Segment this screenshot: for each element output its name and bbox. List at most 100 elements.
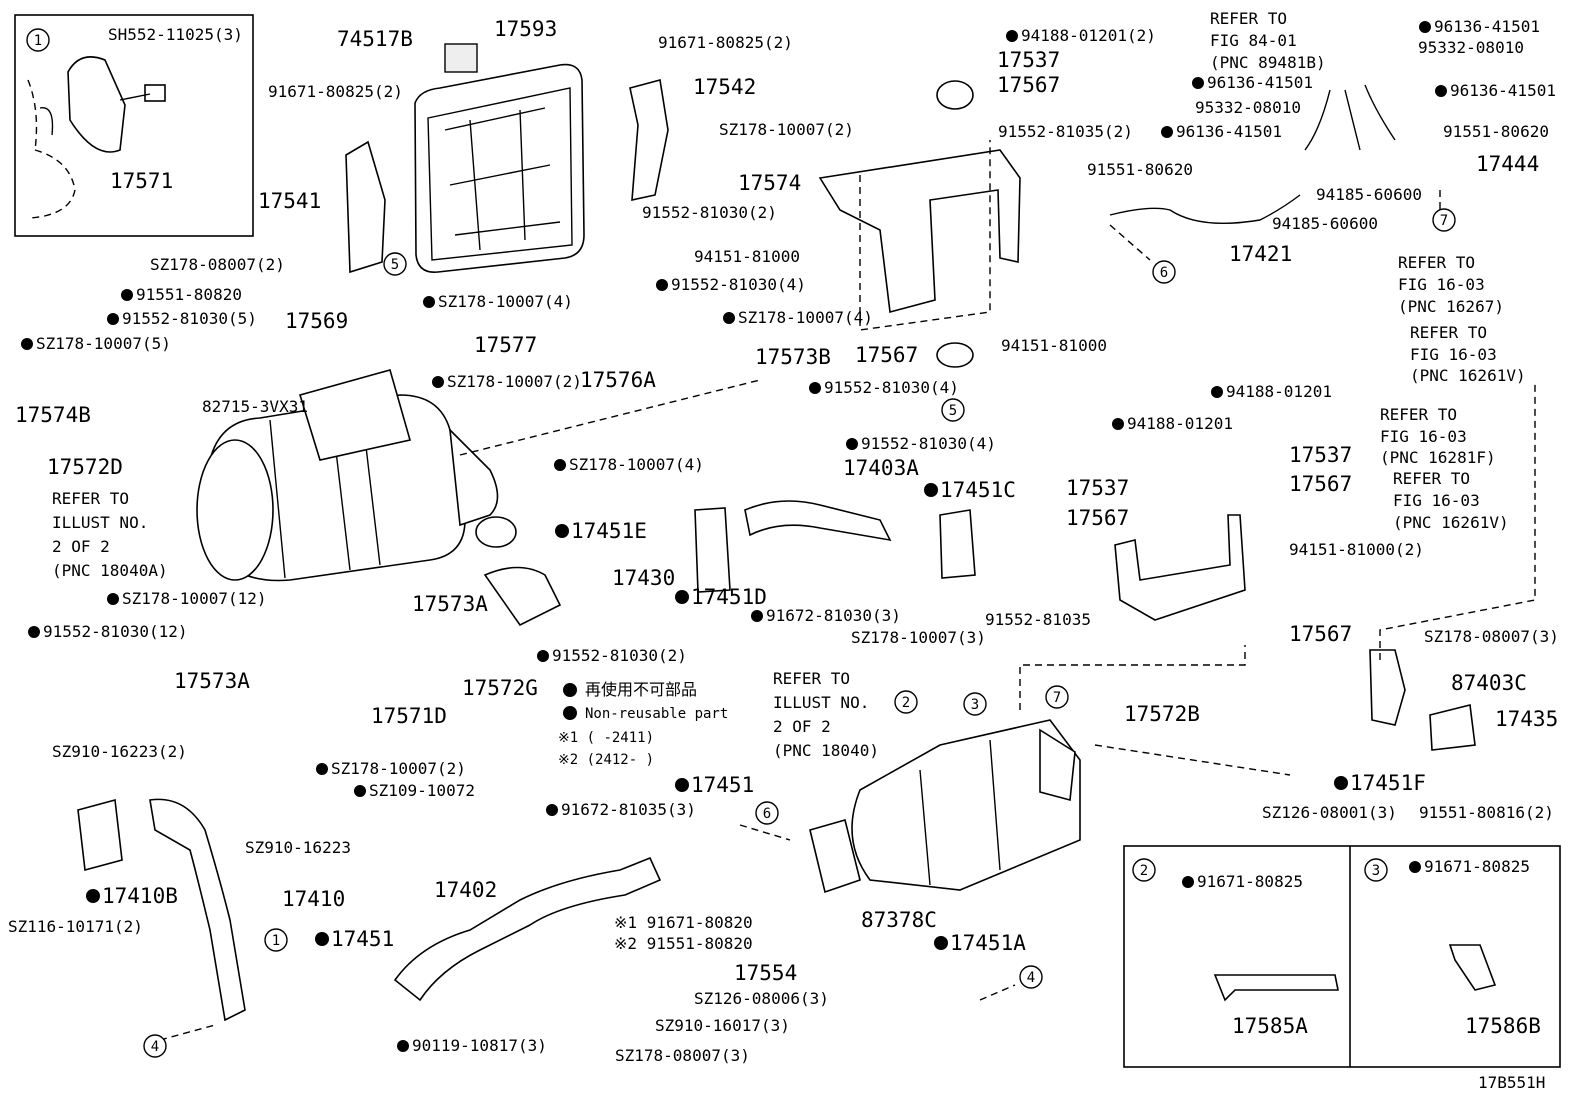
non-reusable-bullet <box>554 459 566 471</box>
inset-1-bracket-drawing <box>27 56 166 219</box>
part-label-l74: FIG 16-03 <box>1410 345 1497 364</box>
part-label-l30: (PNC 18040A) <box>52 561 168 580</box>
svg-text:7: 7 <box>1440 213 1448 229</box>
svg-text:1: 1 <box>34 33 42 49</box>
part-label-l29: 2 OF 2 <box>52 537 110 556</box>
non-reusable-bullet <box>86 889 100 903</box>
callout-6: 6 <box>1152 260 1176 284</box>
diagram-id: 17B551H <box>1478 1073 1545 1092</box>
part-label-l10: 91552-81030(2) <box>642 203 777 222</box>
part-label-l80: FIG 16-03 <box>1393 491 1480 510</box>
part-label-l62: 96136-41501 <box>1176 122 1282 141</box>
part-label-l94: 17435 <box>1495 707 1558 731</box>
part-label-l83: 94188-01201 <box>1127 414 1233 433</box>
callout-7: 7 <box>1045 685 1069 709</box>
part-label-l93: 87403C <box>1451 671 1527 695</box>
part-label-l48: 17537 <box>997 48 1060 72</box>
part-label-l25: 17574B <box>15 403 91 427</box>
non-reusable-bullet <box>316 763 328 775</box>
part-label-l97: 91551-80816(2) <box>1419 803 1554 822</box>
callout-1: 1 <box>26 28 50 52</box>
dpf-converter-secondary <box>809 719 1081 894</box>
callout-5: 5 <box>941 398 965 422</box>
part-label-l119: SZ910-16017(3) <box>655 1016 790 1035</box>
part-label-l34: 17451C <box>940 478 1016 502</box>
part-label-l125: 17586B <box>1465 1014 1541 1038</box>
part-label-l60: 96136-41501 <box>1207 73 1313 92</box>
part-17403a-pipe <box>744 500 892 542</box>
part-label-l59: 95332-08010 <box>1418 38 1524 57</box>
part-label-l24: 91552-81030(4) <box>824 378 959 397</box>
non-reusable-bullet <box>723 312 735 324</box>
part-label-l28: ILLUST NO. <box>52 513 148 532</box>
part-label-l115: 87378C <box>861 908 937 932</box>
part-label-l45: 17572G <box>462 676 538 700</box>
part-label-l88: 94151-81000(2) <box>1289 540 1424 559</box>
part-label-l35: 17451E <box>571 519 647 543</box>
part-label-l54: 94151-81000 <box>1001 336 1107 355</box>
part-label-l116: 17451A <box>950 931 1026 955</box>
part-label-l89: 91552-81035 <box>985 610 1091 629</box>
legend-note-1: ※1 ( -2411) <box>558 730 654 746</box>
svg-text:4: 4 <box>1027 970 1035 986</box>
part-label-l47: 94188-01201(2) <box>1021 26 1156 45</box>
part-17586b-bracket <box>1448 944 1497 991</box>
part-label-l107: 17410 <box>282 887 345 911</box>
part-label-l61: 95332-08010 <box>1195 98 1301 117</box>
part-label-l79: REFER TO <box>1393 469 1470 488</box>
part-label-l49: 17567 <box>997 73 1060 97</box>
part-label-l65: 91551-80620 <box>1087 160 1193 179</box>
part-17451e-gasket <box>475 516 517 548</box>
part-label-l110: 17402 <box>434 878 497 902</box>
part-label-l113: ※1 91671-80820 <box>614 913 753 932</box>
part-label-l69: 17421 <box>1229 242 1292 266</box>
part-label-l114: ※2 91551-80820 <box>614 934 753 953</box>
part-label-l38: SZ178-10007(12) <box>122 589 267 608</box>
legend-note-2: ※2 (2412- ) <box>558 752 654 768</box>
part-label-l96: SZ126-08001(3) <box>1262 803 1397 822</box>
svg-text:6: 6 <box>763 806 771 822</box>
part-label-l32: 91552-81030(4) <box>861 434 996 453</box>
part-17451c-gasket <box>939 509 976 579</box>
svg-text:5: 5 <box>391 257 399 273</box>
part-label-l23: SZ178-10007(2) <box>447 372 582 391</box>
non-reusable-bullet <box>315 932 329 946</box>
callout-2: 2 <box>894 690 918 714</box>
callout-4: 4 <box>1019 965 1043 989</box>
part-label-l102: SZ910-16223(2) <box>52 742 187 761</box>
part-label-l12: 91551-80820 <box>136 285 242 304</box>
part-label-l40: 91552-81030(12) <box>43 622 188 641</box>
svg-text:3: 3 <box>1372 863 1380 879</box>
non-reusable-bullet <box>846 438 858 450</box>
part-label-l46: 17571D <box>371 704 447 728</box>
part-17410-front-pipe <box>149 798 246 1022</box>
non-reusable-bullet <box>21 338 33 350</box>
part-label-l14: SZ178-10007(4) <box>438 292 573 311</box>
non-reusable-bullet <box>675 590 689 604</box>
part-label-l117: 17554 <box>734 961 797 985</box>
part-label-l39: 17573A <box>412 592 488 616</box>
non-reusable-bullet <box>1182 876 1194 888</box>
svg-text:1: 1 <box>272 933 280 949</box>
non-reusable-bullet <box>656 279 668 291</box>
part-label-l07: 17542 <box>693 75 756 99</box>
part-17430-elbow <box>483 566 562 627</box>
svg-text:2: 2 <box>902 695 910 711</box>
part-label-l67: 94185-60600 <box>1316 185 1422 204</box>
legend-bullet-1 <box>563 683 577 697</box>
part-label-l26: 17572D <box>47 455 123 479</box>
non-reusable-bullet <box>107 593 119 605</box>
non-reusable-bullet <box>751 610 763 622</box>
non-reusable-bullet <box>432 376 444 388</box>
part-label-l22: 82715-3VX31 <box>202 397 308 416</box>
non-reusable-bullet <box>546 804 558 816</box>
non-reusable-bullet <box>809 382 821 394</box>
non-reusable-bullet <box>1419 21 1431 33</box>
part-label-l33: 17403A <box>843 456 919 480</box>
non-reusable-bullet <box>537 650 549 662</box>
part-label-l63: 96136-41501 <box>1450 81 1556 100</box>
part-label-l58: 96136-41501 <box>1434 17 1540 36</box>
part-label-l111: 91672-81035(3) <box>561 800 696 819</box>
